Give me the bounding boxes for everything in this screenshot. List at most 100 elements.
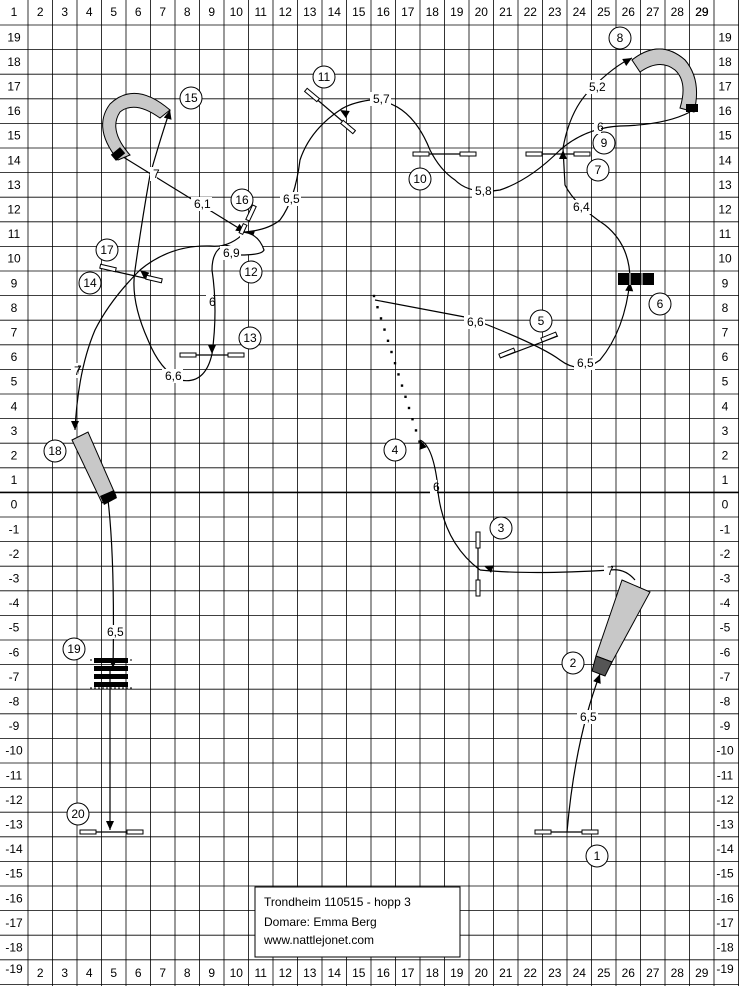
row-label: -12	[716, 793, 734, 807]
row-label: -5	[720, 621, 731, 635]
row-label: -19	[716, 962, 734, 976]
col-label: 20	[475, 5, 489, 19]
row-label: -1	[720, 522, 731, 536]
arrow-head	[625, 282, 634, 292]
col-label: 1	[11, 5, 18, 19]
col-label: 14	[328, 966, 342, 980]
row-label: 0	[11, 498, 18, 512]
row-label: -10	[716, 744, 734, 758]
obstacle-number-19: 19	[62, 637, 86, 661]
jump-3	[475, 531, 481, 597]
path-2-3	[479, 569, 636, 581]
col-label: 17	[401, 5, 415, 19]
svg-text:8: 8	[617, 31, 624, 45]
col-label: 10	[230, 5, 244, 19]
wall-6	[618, 273, 654, 285]
obstacle-number-5: 5	[529, 309, 553, 333]
row-label: -6	[9, 645, 20, 659]
jump-13	[179, 352, 245, 358]
col-label: 16	[377, 966, 391, 980]
arrow-head	[140, 270, 150, 279]
weave-poles	[372, 294, 421, 443]
obstacle-number-6: 6	[648, 292, 672, 316]
row-label: 19	[7, 30, 21, 44]
svg-text:1: 1	[594, 849, 601, 863]
row-label: -19	[5, 962, 23, 976]
col-label: 12	[279, 5, 293, 19]
row-label: 15	[718, 129, 732, 143]
distance-label: 6	[597, 120, 604, 134]
col-label: 4	[86, 5, 93, 19]
distance-label: 7	[74, 364, 81, 378]
svg-text:17: 17	[100, 243, 114, 257]
col-label: 25	[597, 966, 611, 980]
row-label: -10	[5, 744, 23, 758]
col-label: 5	[110, 966, 117, 980]
obstacle-shapes	[71, 48, 698, 835]
col-label: 23	[548, 5, 562, 19]
row-label: -14	[5, 842, 23, 856]
col-label: 10	[230, 966, 244, 980]
row-label: -11	[6, 768, 23, 782]
row-label: -2	[9, 547, 20, 561]
col-label: 6	[135, 5, 142, 19]
obstacle-number-17: 17	[95, 238, 119, 262]
row-label: 5	[11, 375, 18, 389]
row-label: -18	[716, 941, 734, 955]
svg-text:16: 16	[235, 193, 249, 207]
row-label: 13	[718, 178, 732, 192]
row-label: -12	[5, 793, 23, 807]
row-label: 4	[722, 399, 729, 413]
col-label: 3	[61, 966, 68, 980]
distance-label: 7	[607, 564, 614, 578]
col-label: 11	[255, 5, 268, 19]
row-label: -8	[9, 695, 20, 709]
path-18-19	[107, 499, 115, 669]
row-label: -14	[716, 842, 734, 856]
svg-text:14: 14	[83, 276, 97, 290]
path-3-4	[419, 439, 481, 571]
distance-label: 7	[153, 167, 160, 181]
svg-text:19: 19	[67, 642, 81, 656]
row-label: 15	[7, 129, 21, 143]
col-label: 29	[695, 966, 709, 980]
col-label: 5	[110, 5, 117, 19]
tunnel-18	[71, 431, 117, 505]
obstacle-number-16: 16	[230, 188, 254, 212]
svg-text:11: 11	[318, 70, 331, 84]
distance-label: 6,5	[580, 710, 597, 724]
row-label: 14	[7, 153, 21, 167]
row-label: -3	[9, 572, 20, 586]
row-label: -8	[720, 695, 731, 709]
row-label: -3	[720, 572, 731, 586]
col-label: 26	[622, 966, 636, 980]
col-label: 28	[671, 966, 685, 980]
row-label: -15	[716, 867, 734, 881]
row-label: -4	[9, 596, 20, 610]
info-line-2: Domare: Emma Berg	[264, 915, 377, 929]
path-15-16	[119, 154, 246, 233]
row-label: 8	[11, 301, 18, 315]
obstacle-number-7: 7	[586, 158, 610, 182]
row-label: 1	[722, 473, 729, 487]
obstacle-number-12: 12	[239, 260, 263, 284]
row-label: 16	[718, 104, 732, 118]
distance-labels: 6,5766,66,56,45,865,25,76,56,966,676,177…	[71, 80, 614, 724]
row-label: 7	[722, 326, 729, 340]
col-label: 6	[135, 966, 142, 980]
svg-text:13: 13	[243, 331, 257, 345]
row-label: 14	[718, 153, 732, 167]
col-label: 25	[597, 5, 611, 19]
arrow-head	[419, 440, 427, 450]
arrow-head	[208, 345, 216, 354]
svg-text:6: 6	[657, 297, 664, 311]
obstacle-number-8: 8	[608, 26, 632, 50]
jump-1	[534, 829, 599, 835]
col-label: 24	[573, 966, 587, 980]
row-label: -7	[9, 670, 20, 684]
col-label: 22	[524, 966, 538, 980]
row-label: 0	[722, 498, 729, 512]
row-label: 10	[7, 252, 21, 266]
distance-label: 6,9	[223, 246, 240, 260]
col-label: 24	[573, 5, 587, 19]
